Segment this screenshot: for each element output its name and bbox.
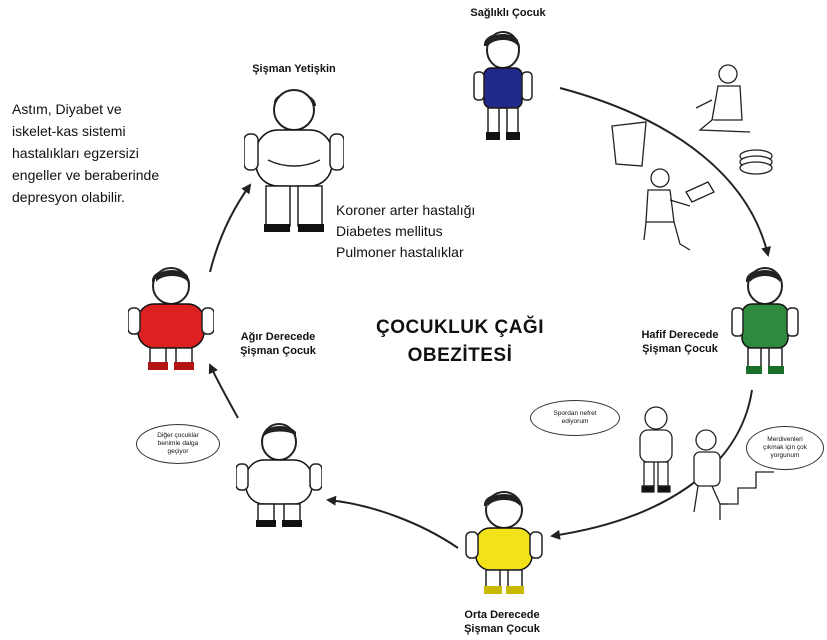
stage-label-mild-line2: Şişman Çocuk bbox=[642, 343, 718, 355]
tv-watching-child-sketch bbox=[695, 64, 751, 133]
moderate-obese-child-figure bbox=[465, 491, 543, 594]
stage-label-moderate: Orta Derecede Şişman Çocuk bbox=[432, 608, 572, 636]
stage-label-moderate-line2: Şişman Çocuk bbox=[464, 623, 540, 635]
speech-bubble-teasing-line: benimle dalga bbox=[157, 440, 199, 447]
speech-bubble-sports-line: ediyorum bbox=[561, 418, 589, 425]
adult-risk-item: Koroner arter hastalığı bbox=[336, 202, 476, 218]
speech-bubble-teasing: Diğer çocuklar benimle dalga geçiyor bbox=[136, 424, 220, 464]
arrow-healthy-to-mild bbox=[559, 87, 771, 257]
stage-label-severe-line1: Ağır Derecede bbox=[240, 331, 316, 343]
side-note-line: hastalıkları egzersizi bbox=[12, 145, 139, 161]
speech-bubble-stairs-line: Merdivenleri bbox=[767, 436, 803, 443]
computer-desk-child-sketch bbox=[643, 168, 715, 251]
stage-label-severe-line2: Şişman Çocuk bbox=[240, 345, 316, 357]
sedentary-activity-sketches bbox=[611, 64, 773, 251]
stage-label-moderate-line1: Orta Derecede bbox=[464, 609, 540, 621]
diagram-title: ÇOCUKLUK ÇAĞI OBEZİTESİ bbox=[340, 314, 580, 370]
chips-bag-sketch bbox=[611, 121, 647, 167]
speech-bubble-sports-line: Spordan nefret bbox=[553, 410, 597, 417]
fatigue-sketches bbox=[639, 406, 774, 520]
sports-hating-child-sketch bbox=[639, 406, 673, 493]
severe-obese-child-figure bbox=[128, 267, 214, 370]
speech-bubble-sports: Spordan nefret ediyorum bbox=[530, 400, 620, 436]
arrow-mild-to-moderate bbox=[550, 389, 753, 540]
mild-obese-child-figure bbox=[731, 267, 799, 374]
stair-climbing-child-sketch bbox=[693, 429, 774, 520]
stage-label-mild-line1: Hafif Derecede bbox=[641, 329, 719, 341]
arrow-teasing-to-severe bbox=[208, 363, 239, 419]
speech-bubble-stairs-line: çıkmak için çok bbox=[762, 444, 808, 451]
stage-label-healthy: Sağlıklı Çocuk bbox=[470, 7, 546, 19]
diagram-title-line1: ÇOCUKLUK ÇAĞI bbox=[376, 317, 544, 338]
adult-risk-item: Diabetes mellitus bbox=[336, 223, 443, 239]
stage-label-adult: Şişman Yetişkin bbox=[252, 63, 336, 75]
speech-bubble-stairs: Merdivenleri çıkmak için çok yorgunum bbox=[746, 426, 824, 470]
obese-adult-figure bbox=[244, 89, 344, 232]
speech-bubble-teasing-line: geçiyor bbox=[167, 448, 189, 455]
stage-label-severe: Ağır Derecede Şişman Çocuk bbox=[208, 330, 348, 358]
healthy-child-figure bbox=[473, 31, 533, 140]
adult-risk-list: Koroner arter hastalığı Diabetes mellitu… bbox=[336, 200, 475, 263]
side-note-line: depresyon olabilir. bbox=[12, 189, 125, 205]
arrow-moderate-to-teasing bbox=[326, 495, 459, 549]
speech-bubble-teasing-line: Diğer çocuklar bbox=[157, 432, 199, 439]
speech-bubble-stairs-line: yorgunum bbox=[770, 452, 800, 459]
side-note-line: iskelet-kas sistemi bbox=[12, 123, 126, 139]
adult-risk-item: Pulmoner hastalıklar bbox=[336, 244, 464, 260]
side-note-line: engeller ve beraberinde bbox=[12, 167, 160, 183]
teased-obese-child-figure bbox=[236, 423, 322, 527]
diagram-title-line2: OBEZİTESİ bbox=[407, 345, 513, 366]
stage-label-mild: Hafif Derecede Şişman Çocuk bbox=[610, 328, 750, 356]
side-note-line: Astım, Diyabet ve bbox=[12, 101, 122, 117]
cookie-stack-sketch bbox=[739, 149, 773, 175]
side-note: Astım, Diyabet ve iskelet-kas sistemi ha… bbox=[12, 98, 159, 208]
arrow-severe-to-adult bbox=[209, 183, 252, 273]
